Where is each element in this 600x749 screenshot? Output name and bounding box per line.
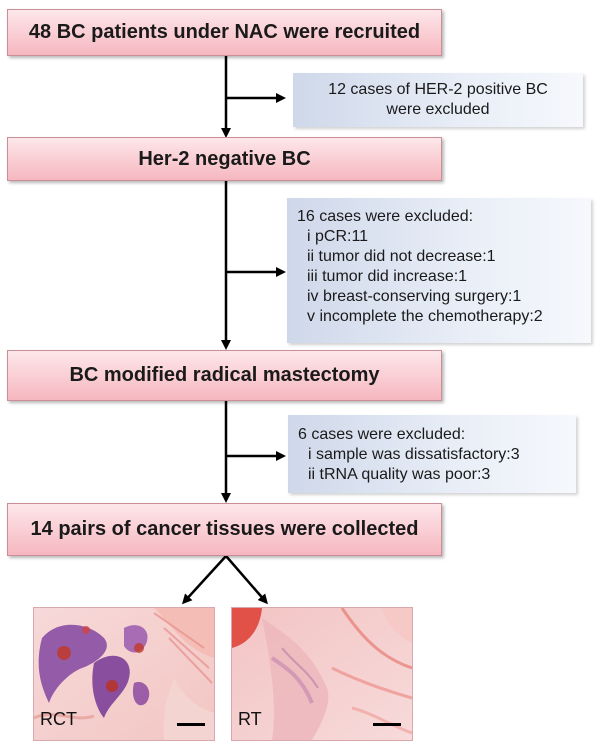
rt-histology-image: RT — [231, 607, 413, 741]
exclusion-2-item: iv breast-conserving surgery:1 — [307, 288, 522, 305]
step-recruited: 48 BC patients under NAC were recruited — [7, 9, 442, 56]
exclusion-3-item: ii tRNA quality was poor:3 — [308, 466, 491, 483]
exclusion-2-item: iii tumor did increase:1 — [307, 268, 468, 285]
step-her2-negative: Her-2 negative BC — [7, 137, 442, 181]
exclusion-2-title: 16 cases were excluded: — [297, 208, 474, 225]
exclusion-3-item: i sample was dissatisfactory:3 — [308, 446, 520, 463]
rct-histology-image: RCT — [33, 607, 215, 741]
scale-bar — [177, 723, 205, 726]
exclusion-note-her2-positive: 12 cases of HER-2 positive BC were exclu… — [293, 73, 583, 127]
exclusion-note-16-cases: 16 cases were excluded: i pCR:11 ii tumo… — [287, 198, 591, 343]
rt-tissue-texture — [232, 608, 412, 740]
exclusion-1-line-1: 12 cases of HER-2 positive BC — [328, 81, 548, 98]
exclusion-2-item: i pCR:11 — [307, 228, 369, 245]
exclusion-2-item: ii tumor did not decrease:1 — [307, 248, 496, 265]
rt-label: RT — [238, 709, 262, 729]
arrow-to-rt-image — [225, 555, 268, 605]
rct-label: RCT — [40, 709, 77, 729]
exclusion-1-line-2: were excluded — [386, 101, 490, 118]
exclusion-3-title: 6 cases were excluded: — [298, 426, 466, 443]
step-mastectomy: BC modified radical mastectomy — [7, 350, 442, 401]
exclusion-note-6-cases: 6 cases were excluded: i sample was diss… — [288, 415, 576, 493]
exclusion-2-item: v incomplete the chemotherapy:2 — [307, 308, 543, 325]
scale-bar — [373, 723, 401, 726]
step-tissues-collected: 14 pairs of cancer tissues were collecte… — [7, 503, 442, 556]
arrow-to-rct-image — [181, 555, 227, 605]
